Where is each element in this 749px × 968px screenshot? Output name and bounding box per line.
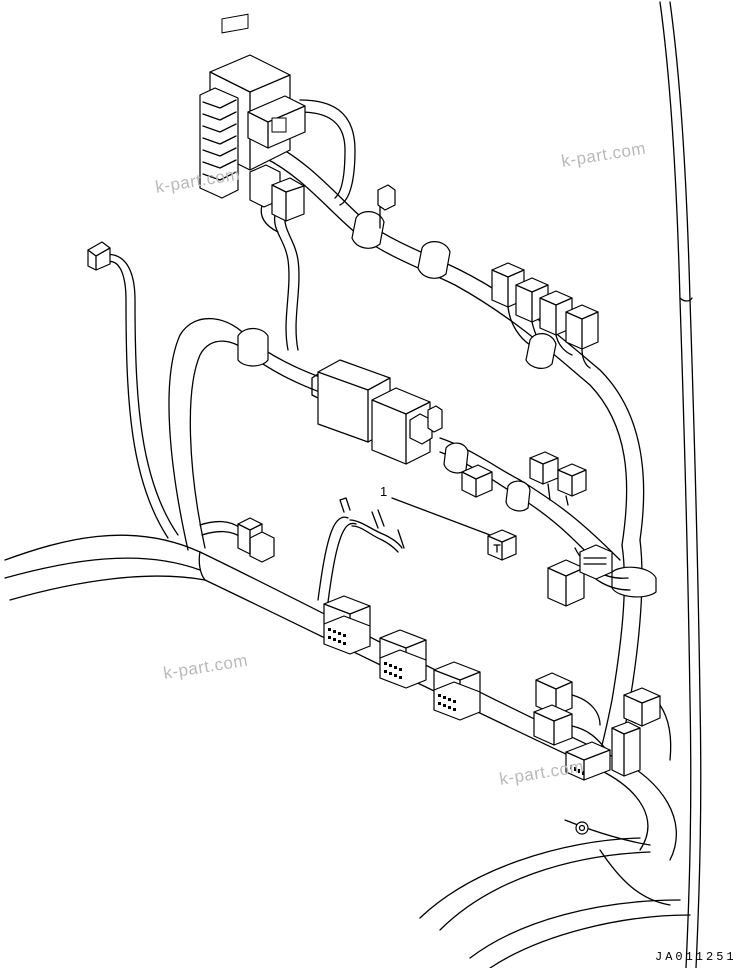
left-loop-harness [168, 318, 381, 551]
central-pigtail-lead [317, 497, 405, 603]
left-lead-wire [87, 241, 179, 539]
small-pin-connector [565, 741, 611, 781]
multi-pin-connector-2 [379, 629, 427, 689]
fusebox-drop-wires [260, 204, 300, 351]
trunk-left-connector [237, 517, 275, 563]
multi-pin-connector-3 [433, 661, 481, 721]
relay-right-harness [439, 437, 621, 573]
bottom-harness-loop [419, 819, 691, 968]
drawing-code: JA011251 [655, 950, 737, 964]
multi-pin-connector-1 [323, 595, 371, 655]
upper-harness [264, 99, 645, 546]
fuse-row-group [202, 99, 237, 181]
right-side-connectors [533, 544, 672, 777]
upper-right-connector-row [491, 262, 599, 369]
callout-number: 1 [380, 484, 388, 499]
relay-block [311, 359, 443, 465]
right-edge-cable [659, 1, 702, 968]
fuse-box [199, 13, 306, 222]
twin-connectors [529, 451, 587, 506]
part-1-leader [391, 497, 517, 561]
